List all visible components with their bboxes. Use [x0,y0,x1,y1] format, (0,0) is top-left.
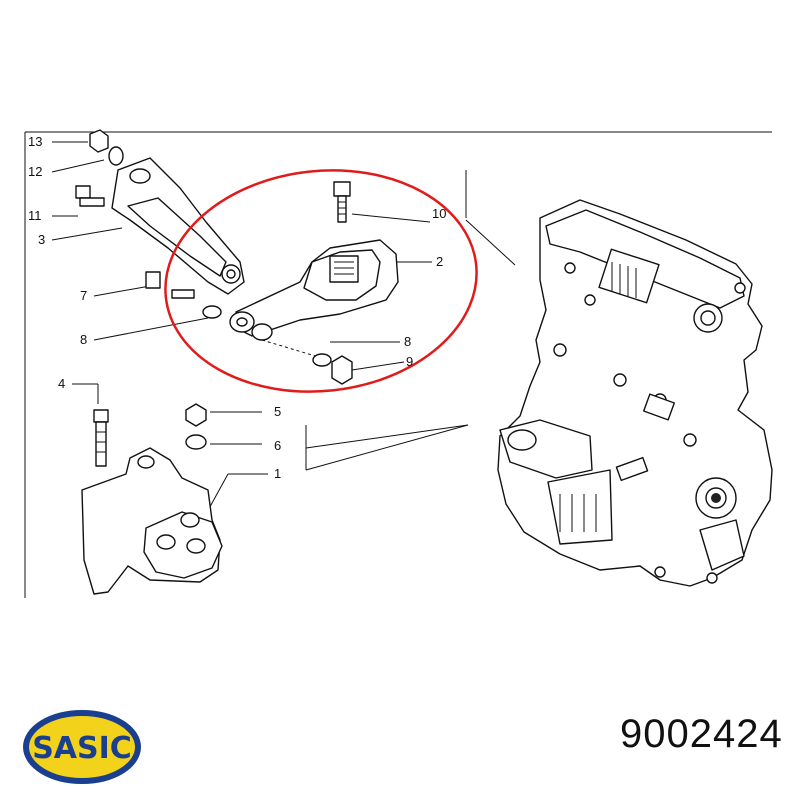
leader-lines [51,141,516,515]
callout-1: 1 [274,466,281,481]
fasteners-top-left [75,129,222,319]
callout-3: 3 [38,232,45,247]
engine-mount-1 [81,403,223,595]
callout-7: 7 [80,288,87,303]
part-number: 9002424 [620,712,783,756]
callout-12: 12 [28,164,42,179]
callout-5: 5 [274,404,281,419]
callout-9: 9 [406,354,413,369]
torque-rod-2 [229,181,399,385]
engine-bracket-3 [111,157,245,295]
callout-11: 11 [28,208,42,223]
highlight-ellipse [164,169,478,393]
callout-2: 2 [436,254,443,269]
callout-labels: 13 12 11 3 7 8 10 2 8 9 4 5 6 1 [28,134,446,481]
callout-4: 4 [58,376,65,391]
callout-6: 6 [274,438,281,453]
callout-10: 10 [432,206,446,221]
callout-8-right: 8 [404,334,411,349]
callout-8-left: 8 [80,332,87,347]
logo-text: SASIC [32,731,132,766]
callout-13: 13 [28,134,42,149]
engine-block [497,199,773,587]
sasic-logo: SASIC [23,710,141,784]
